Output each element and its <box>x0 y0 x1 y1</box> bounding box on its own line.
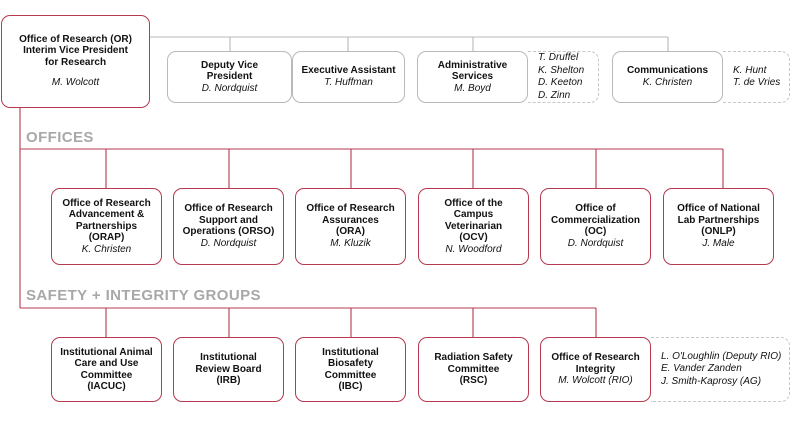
team-member: E. Vander Zanden <box>661 363 742 375</box>
org-node-ocv: Office of the Campus Veterinarian (OCV) … <box>418 188 529 265</box>
node-person: K. Christen <box>81 243 132 255</box>
node-title: Office of Research Advancement & Partner… <box>62 197 151 244</box>
node-person: M. Boyd <box>454 82 491 94</box>
org-node-orap: Office of Research Advancement & Partner… <box>51 188 162 265</box>
node-title: Communications <box>626 65 709 77</box>
section-heading-safety-integrity: SAFETY + INTEGRITY GROUPS <box>26 287 261 304</box>
node-title: Radiation Safety Committee (RSC) <box>434 352 513 387</box>
team-note-research-integrity: L. O'Loughlin (Deputy RIO) E. Vander Zan… <box>651 337 790 402</box>
team-member: L. O'Loughlin (Deputy RIO) <box>661 350 782 362</box>
team-member: K. Shelton <box>538 64 585 76</box>
node-person: D. Nordquist <box>567 237 624 249</box>
node-title: Institutional Animal Care and Use Commit… <box>60 346 153 393</box>
team-note-administrative-services: T. Druffel K. Shelton D. Keeton D. Zinn <box>528 51 599 103</box>
org-node-orso: Office of Research Support and Operation… <box>173 188 284 265</box>
node-person: N. Woodford <box>445 243 502 255</box>
node-title: Office of Research (OR) Interim Vice Pre… <box>19 33 132 68</box>
node-person: T. Huffman <box>324 76 373 88</box>
node-title: Executive Assistant <box>301 65 396 77</box>
node-title: Office of Research Support and Operation… <box>182 203 275 238</box>
org-node-office-of-research: Office of Research (OR) Interim Vice Pre… <box>1 15 150 108</box>
team-member: J. Smith-Kaprosy (AG) <box>661 375 762 387</box>
org-node-administrative-services: Administrative Services M. Boyd <box>417 51 528 103</box>
team-note-communications: K. Hunt T. de Vries <box>723 51 790 103</box>
node-title: Office of Research Assurances (ORA) <box>306 203 395 238</box>
node-person: D. Nordquist <box>201 82 258 94</box>
org-node-rsc: Radiation Safety Committee (RSC) <box>418 337 529 402</box>
org-node-research-integrity: Office of Research Integrity M. Wolcott … <box>540 337 651 402</box>
section-heading-offices: OFFICES <box>26 129 94 146</box>
org-node-oc: Office of Commercialization (OC) D. Nord… <box>540 188 651 265</box>
team-member: K. Hunt <box>733 64 767 76</box>
node-title: Institutional Review Board (IRB) <box>195 352 262 387</box>
org-node-ibc: Institutional Biosafety Committee (IBC) <box>295 337 406 402</box>
org-node-executive-assistant: Executive Assistant T. Huffman <box>292 51 405 103</box>
team-member: D. Keeton <box>538 77 583 88</box>
team-member: T. de Vries <box>733 77 781 88</box>
org-node-onlp: Office of National Lab Partnerships (ONL… <box>663 188 774 265</box>
node-title: Office of Research Integrity <box>551 352 640 375</box>
org-node-iacuc: Institutional Animal Care and Use Commit… <box>51 337 162 402</box>
org-node-deputy-vice-president: Deputy Vice President D. Nordquist <box>167 51 292 103</box>
node-person: M. Wolcott (RIO) <box>558 375 633 386</box>
org-node-irb: Institutional Review Board (IRB) <box>173 337 284 402</box>
org-node-ora: Office of Research Assurances (ORA) M. K… <box>295 188 406 265</box>
node-person: M. Wolcott <box>51 77 100 89</box>
team-member: T. Druffel <box>538 52 579 63</box>
node-person: M. Kluzik <box>330 237 371 249</box>
node-person: D. Nordquist <box>200 237 257 249</box>
node-title: Administrative Services <box>437 59 508 83</box>
node-person: K. Christen <box>642 76 693 88</box>
node-title: Deputy Vice President <box>200 59 259 83</box>
node-title: Office of the Campus Veterinarian (OCV) <box>444 197 503 244</box>
node-person: J. Male <box>702 237 735 249</box>
org-node-communications: Communications K. Christen <box>612 51 723 103</box>
node-title: Office of Commercialization (OC) <box>551 203 640 238</box>
node-title: Office of National Lab Partnerships (ONL… <box>677 203 760 238</box>
team-member: D. Zinn <box>538 89 571 101</box>
node-title: Institutional Biosafety Committee (IBC) <box>322 346 379 393</box>
